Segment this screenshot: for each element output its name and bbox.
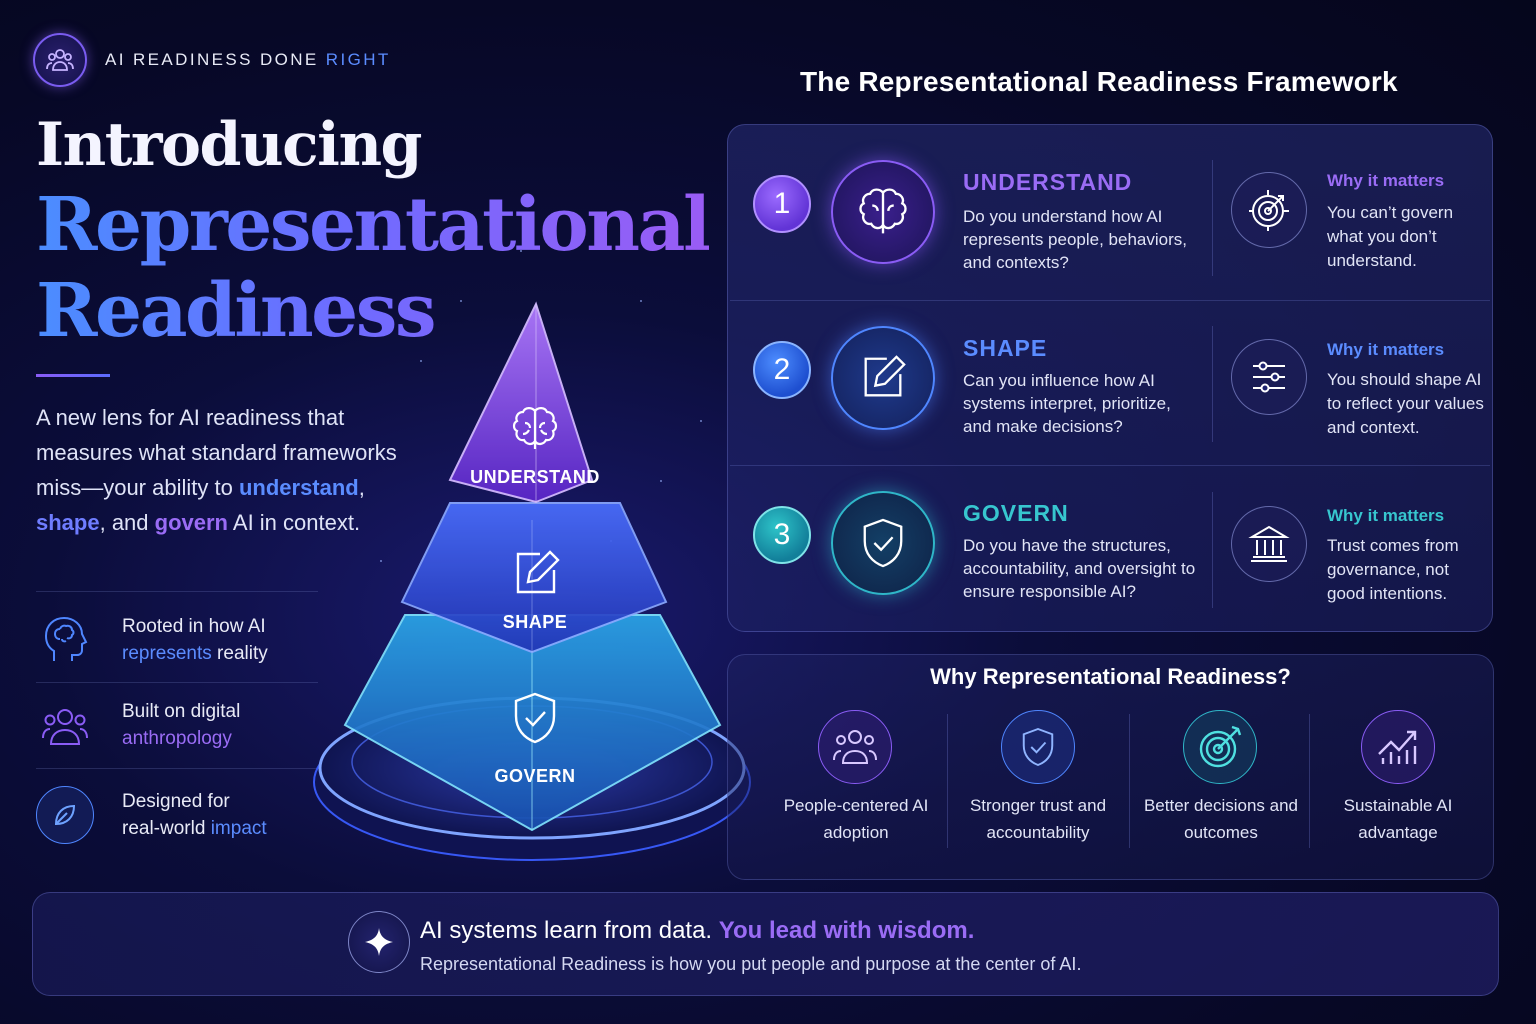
framework-title: The Representational Readiness Framework: [800, 66, 1398, 97]
pyramid-label-shape: SHAPE: [502, 612, 568, 632]
divider: [1309, 714, 1310, 848]
why-icon: [1231, 339, 1307, 415]
why-heading: Why it matters: [1327, 506, 1445, 525]
divider: [947, 714, 948, 848]
why-text: Trust comes from governance, not good in…: [1327, 536, 1459, 603]
leaf-icon: [36, 786, 94, 844]
divider: [1212, 160, 1213, 276]
step-icon: [831, 491, 935, 595]
benefit-icon: [1361, 710, 1435, 784]
edit-icon: [864, 355, 906, 397]
why-icon: [1231, 506, 1307, 582]
benefit-text: Sustainable AI advantage: [1343, 796, 1453, 842]
why-panel-title: Why Representational Readiness?: [930, 664, 1291, 689]
divider: [730, 465, 1490, 466]
divider: [1129, 714, 1130, 848]
divider: [36, 682, 318, 683]
step-title: SHAPE: [963, 335, 1048, 361]
footer-subline: Representational Readiness is how you pu…: [420, 954, 1082, 974]
divider: [1212, 492, 1213, 608]
footer-banner: [32, 892, 1499, 996]
edit-icon: [516, 550, 560, 594]
target-arrow-icon: [1199, 725, 1242, 768]
sliders-icon: [1253, 361, 1285, 393]
sparkle-icon: [348, 911, 410, 973]
benefit-icon: [1001, 710, 1075, 784]
brain-icon: [859, 188, 907, 234]
divider: [1212, 326, 1213, 442]
target-icon: [1249, 190, 1289, 231]
footer-headline: AI systems learn from data. You lead wit…: [420, 917, 975, 944]
shield-check-icon: [863, 518, 903, 568]
shield-check-icon: [514, 692, 556, 744]
hero-intro: Introducing: [36, 110, 423, 180]
pyramid-graphic: [313, 301, 751, 861]
why-icon: [1231, 172, 1307, 248]
brand-name: AI READINESS DONE RIGHT: [105, 50, 391, 69]
people-icon: [46, 49, 74, 71]
benefit-text: Stronger trust and accountability: [969, 796, 1107, 842]
step-description: Can you influence how AI systems interpr…: [963, 371, 1171, 436]
hero-lead: A new lens for AI readiness that measure…: [36, 405, 397, 535]
step-title: GOVERN: [963, 500, 1069, 526]
step-icon: [831, 160, 935, 264]
why-heading: Why it matters: [1327, 340, 1445, 359]
step-number: 1: [753, 175, 811, 233]
growth-chart-icon: [1378, 730, 1417, 764]
benefit-icon: [818, 710, 892, 784]
divider: [730, 300, 1490, 301]
benefit-text: People-centered AI adoption: [783, 796, 929, 842]
pyramid-label-understand: UNDERSTAND: [470, 467, 600, 487]
step-title: UNDERSTAND: [963, 169, 1133, 195]
benefit-text: Better decisions and outcomes: [1143, 796, 1299, 842]
step-number: 2: [753, 341, 811, 399]
people-icon: [833, 730, 877, 764]
why-text: You can’t govern what you don’t understa…: [1327, 203, 1454, 270]
people-group-icon: [36, 696, 94, 754]
why-text: You should shape AI to reflect your valu…: [1327, 370, 1484, 437]
brand-logo: [33, 33, 87, 87]
benefit-icon: [1183, 710, 1257, 784]
shield-check-icon: [1022, 727, 1054, 767]
institution-icon: [1248, 525, 1290, 562]
why-heading: Why it matters: [1327, 171, 1445, 190]
step-description: Do you understand how AI represents peop…: [963, 207, 1187, 272]
head-brain-icon: [36, 611, 94, 669]
pyramid-label-govern: GOVERN: [494, 766, 576, 786]
divider: [36, 768, 318, 769]
step-number: 3: [753, 506, 811, 564]
title-underline: [36, 374, 110, 377]
divider: [36, 591, 318, 592]
step-description: Do you have the structures, accountabili…: [963, 536, 1196, 601]
brain-icon: [512, 407, 558, 449]
step-icon: [831, 326, 935, 430]
